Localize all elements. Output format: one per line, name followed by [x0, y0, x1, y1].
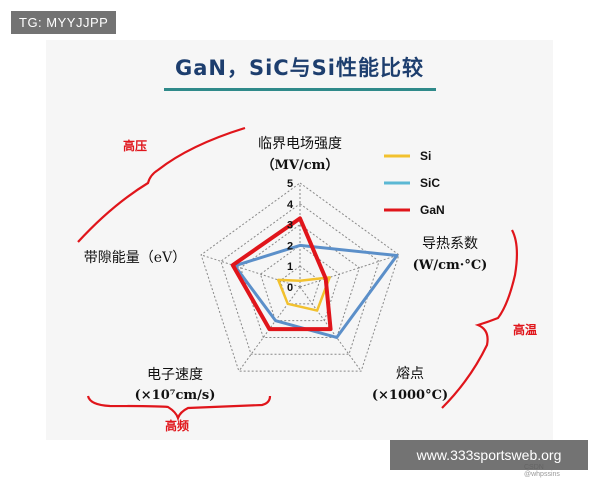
grid-spoke-1 — [299, 254, 400, 288]
label-high-freq: 高频 — [165, 418, 189, 433]
bracket-high-voltage — [77, 126, 246, 243]
tick-labels: 0 1 2 3 4 5 — [287, 178, 294, 294]
bracket-high-temp — [441, 229, 519, 409]
tick-label-4: 4 — [287, 199, 294, 211]
axis-unit-3: (×10⁷cm/s) — [135, 388, 216, 403]
bracket-high-freq — [86, 395, 272, 422]
axis-label-0: 临界电场强度 — [258, 136, 342, 152]
slide-background: GaN，SiC与Si性能比较 CSDN @whpssins — [46, 40, 560, 478]
axis-label-3: 电子速度 — [147, 367, 203, 383]
label-high-voltage: 高压 — [123, 138, 147, 153]
legend-label-sic: SiC — [420, 176, 440, 190]
grid-spoke-4 — [200, 254, 301, 288]
tick-label-2: 2 — [287, 240, 293, 252]
legend: Si SiC GaN — [384, 149, 445, 217]
legend-label-gan: GaN — [420, 203, 445, 217]
axis-unit-0: （MV/cm） — [262, 157, 339, 173]
top-watermark-tag: TG: MYYJJPP — [11, 11, 117, 34]
grid-ring-5 — [200, 182, 400, 372]
radar-grid — [200, 182, 400, 372]
axis-label-2: 熔点 — [396, 366, 424, 382]
axis-label-1: 导热系数 — [422, 236, 478, 252]
grid-spoke-3 — [238, 286, 301, 372]
axis-unit-1: (W/cm·°C) — [413, 258, 488, 273]
grid-spoke-2 — [299, 286, 362, 372]
tick-label-3: 3 — [287, 220, 293, 232]
grid-ring-2 — [259, 244, 341, 322]
axis-unit-2: (×1000°C) — [372, 388, 448, 403]
radar-series — [230, 216, 399, 339]
tick-label-1: 1 — [287, 261, 293, 273]
tick-label-5: 5 — [287, 178, 293, 190]
legend-label-si: Si — [420, 149, 431, 163]
axis-label-4: 带隙能量（eV） — [84, 250, 186, 266]
label-high-temp: 高温 — [513, 322, 537, 337]
tick-label-0: 0 — [287, 282, 293, 294]
slide-title: GaN，SiC与Si性能比较 — [174, 56, 425, 80]
bottom-watermark-tag: www.333sportsweb.org — [390, 440, 588, 470]
title-underline — [164, 88, 436, 91]
series-gan — [230, 216, 333, 332]
